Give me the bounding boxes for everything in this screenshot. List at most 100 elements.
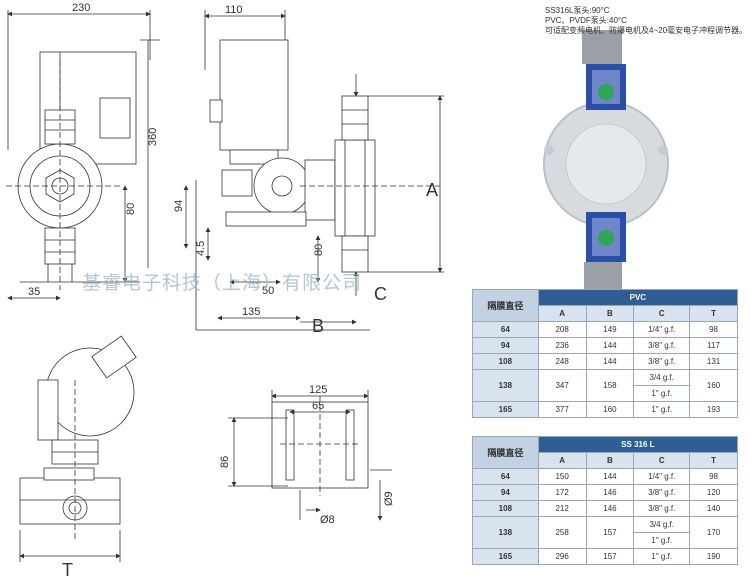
table-row: 108 212 146 3/8" g.f. 140 <box>472 500 738 517</box>
material-header: SS 316 L <box>537 436 739 453</box>
table-row: 94 172 146 3/8" g.f. 120 <box>472 484 738 501</box>
spec-table-ss316l: 隔膜直径 SS 316 L A B C T 64 150 144 1/4" g.… <box>472 436 739 565</box>
dim-35: 35 <box>28 286 40 298</box>
cell-a: 347 <box>537 369 587 402</box>
cell-t: 98 <box>689 321 738 338</box>
cell-b: 157 <box>585 516 635 549</box>
base-plate-view <box>228 390 392 521</box>
cell-b: 144 <box>585 337 635 354</box>
dim-360: 360 <box>147 128 159 146</box>
label-t: T <box>62 560 73 580</box>
cell-diameter: 165 <box>472 401 539 418</box>
cell-a: 150 <box>537 468 587 485</box>
cell-t: 190 <box>689 548 738 565</box>
pump-head-illustration <box>543 30 669 298</box>
row-header: 隔膜直径 <box>472 436 539 469</box>
side-view <box>183 10 444 331</box>
cell-t: 131 <box>689 353 738 370</box>
dim-d8: Ø8 <box>320 514 335 526</box>
cell-b: 144 <box>585 353 635 370</box>
cell-c: 1" g.f. <box>633 548 691 565</box>
material-header: PVC <box>537 289 739 306</box>
cell-c: 1" g.f. <box>633 532 691 549</box>
cell-t: 160 <box>689 369 738 402</box>
cell-a: 248 <box>537 353 587 370</box>
row-header: 隔膜直径 <box>472 289 539 322</box>
dim-65: 65 <box>312 400 324 412</box>
dim-125: 125 <box>309 384 327 396</box>
cell-b: 146 <box>585 500 635 517</box>
dim-4-5: 4.5 <box>195 241 207 256</box>
cell-c: 3/4 g.f. <box>633 516 691 533</box>
compatibility-note: 可适配变频电机、防爆电机及4~20毫安电子冲程调节器。 <box>545 26 748 35</box>
spec-table-pvc: 隔膜直径 PVC A B C T 64 208 149 1/4" g.f. 98… <box>472 289 739 418</box>
cell-c: 3/8" g.f. <box>633 484 691 501</box>
cell-diameter: 138 <box>472 516 539 549</box>
cell-a: 296 <box>537 548 587 565</box>
cell-c: 3/8" g.f. <box>633 353 691 370</box>
table-row: 108 248 144 3/8" g.f. 131 <box>472 353 738 370</box>
dim-135: 135 <box>242 306 260 318</box>
col-header-b: B <box>585 305 635 322</box>
cell-b: 157 <box>585 548 635 565</box>
cell-c: 3/8" g.f. <box>633 500 691 517</box>
cell-c: 1/4" g.f. <box>633 468 691 485</box>
col-header-c: C <box>633 452 691 469</box>
cell-c: 3/8" g.f. <box>633 337 691 354</box>
cell-b: 160 <box>585 401 635 418</box>
cell-b: 158 <box>585 369 635 402</box>
cell-c: 1/4" g.f. <box>633 321 691 338</box>
cell-diameter: 108 <box>472 353 539 370</box>
cell-diameter: 94 <box>472 484 539 501</box>
dim-86: 86 <box>219 456 231 468</box>
label-c: C <box>374 284 387 304</box>
col-header-c: C <box>633 305 691 322</box>
cell-diameter: 64 <box>472 468 539 485</box>
dim-230: 230 <box>72 2 90 14</box>
cell-t: 193 <box>689 401 738 418</box>
table-row: 1" g.f. <box>473 532 738 549</box>
label-b: B <box>312 316 324 336</box>
cell-diameter: 108 <box>472 500 539 517</box>
temperature-note-ss: SS316L泵头:90°C <box>545 6 610 15</box>
cell-t: 98 <box>689 468 738 485</box>
dim-94: 94 <box>173 200 185 212</box>
table-row: 138 258 157 3/4 g.f. 170 <box>472 516 738 549</box>
cell-diameter: 138 <box>472 369 539 402</box>
cell-t: 117 <box>689 337 738 354</box>
company-watermark: 基睿电子科技（上海）有限公司 <box>82 272 363 294</box>
col-header-a: A <box>537 305 587 322</box>
dim-50: 50 <box>262 285 274 297</box>
cell-b: 149 <box>585 321 635 338</box>
dim-110: 110 <box>225 4 243 16</box>
cell-a: 258 <box>537 516 587 549</box>
table-row: 64 208 149 1/4" g.f. 98 <box>472 321 738 338</box>
col-header-b: B <box>585 452 635 469</box>
table-row: 165 296 157 1" g.f. 190 <box>472 548 738 565</box>
cell-t: 170 <box>689 516 738 549</box>
cell-t: 120 <box>689 484 738 501</box>
col-header-a: A <box>537 452 587 469</box>
dim-80-front: 80 <box>125 203 137 215</box>
table-row: 165 377 160 1" g.f. 193 <box>472 401 738 418</box>
cell-c: 1" g.f. <box>633 401 691 418</box>
temperature-note-pvc: PVC、PVDF泵头:40°C <box>545 16 627 25</box>
dim-d9: Ø9 <box>383 491 395 506</box>
col-header-t: T <box>689 452 738 469</box>
table-row: 94 236 144 3/8" g.f. 117 <box>472 337 738 354</box>
cell-a: 212 <box>537 500 587 517</box>
cell-b: 144 <box>585 468 635 485</box>
label-a: A <box>426 180 438 200</box>
dim-80-side: 80 <box>313 244 325 256</box>
cell-diameter: 64 <box>472 321 539 338</box>
col-header-t: T <box>689 305 738 322</box>
cell-a: 172 <box>537 484 587 501</box>
cell-a: 377 <box>537 401 587 418</box>
cell-c: 3/4 g.f. <box>633 369 691 386</box>
cell-diameter: 165 <box>472 548 539 565</box>
cell-c: 1" g.f. <box>633 385 691 402</box>
plan-view <box>19 335 137 562</box>
cell-t: 140 <box>689 500 738 517</box>
cell-b: 146 <box>585 484 635 501</box>
